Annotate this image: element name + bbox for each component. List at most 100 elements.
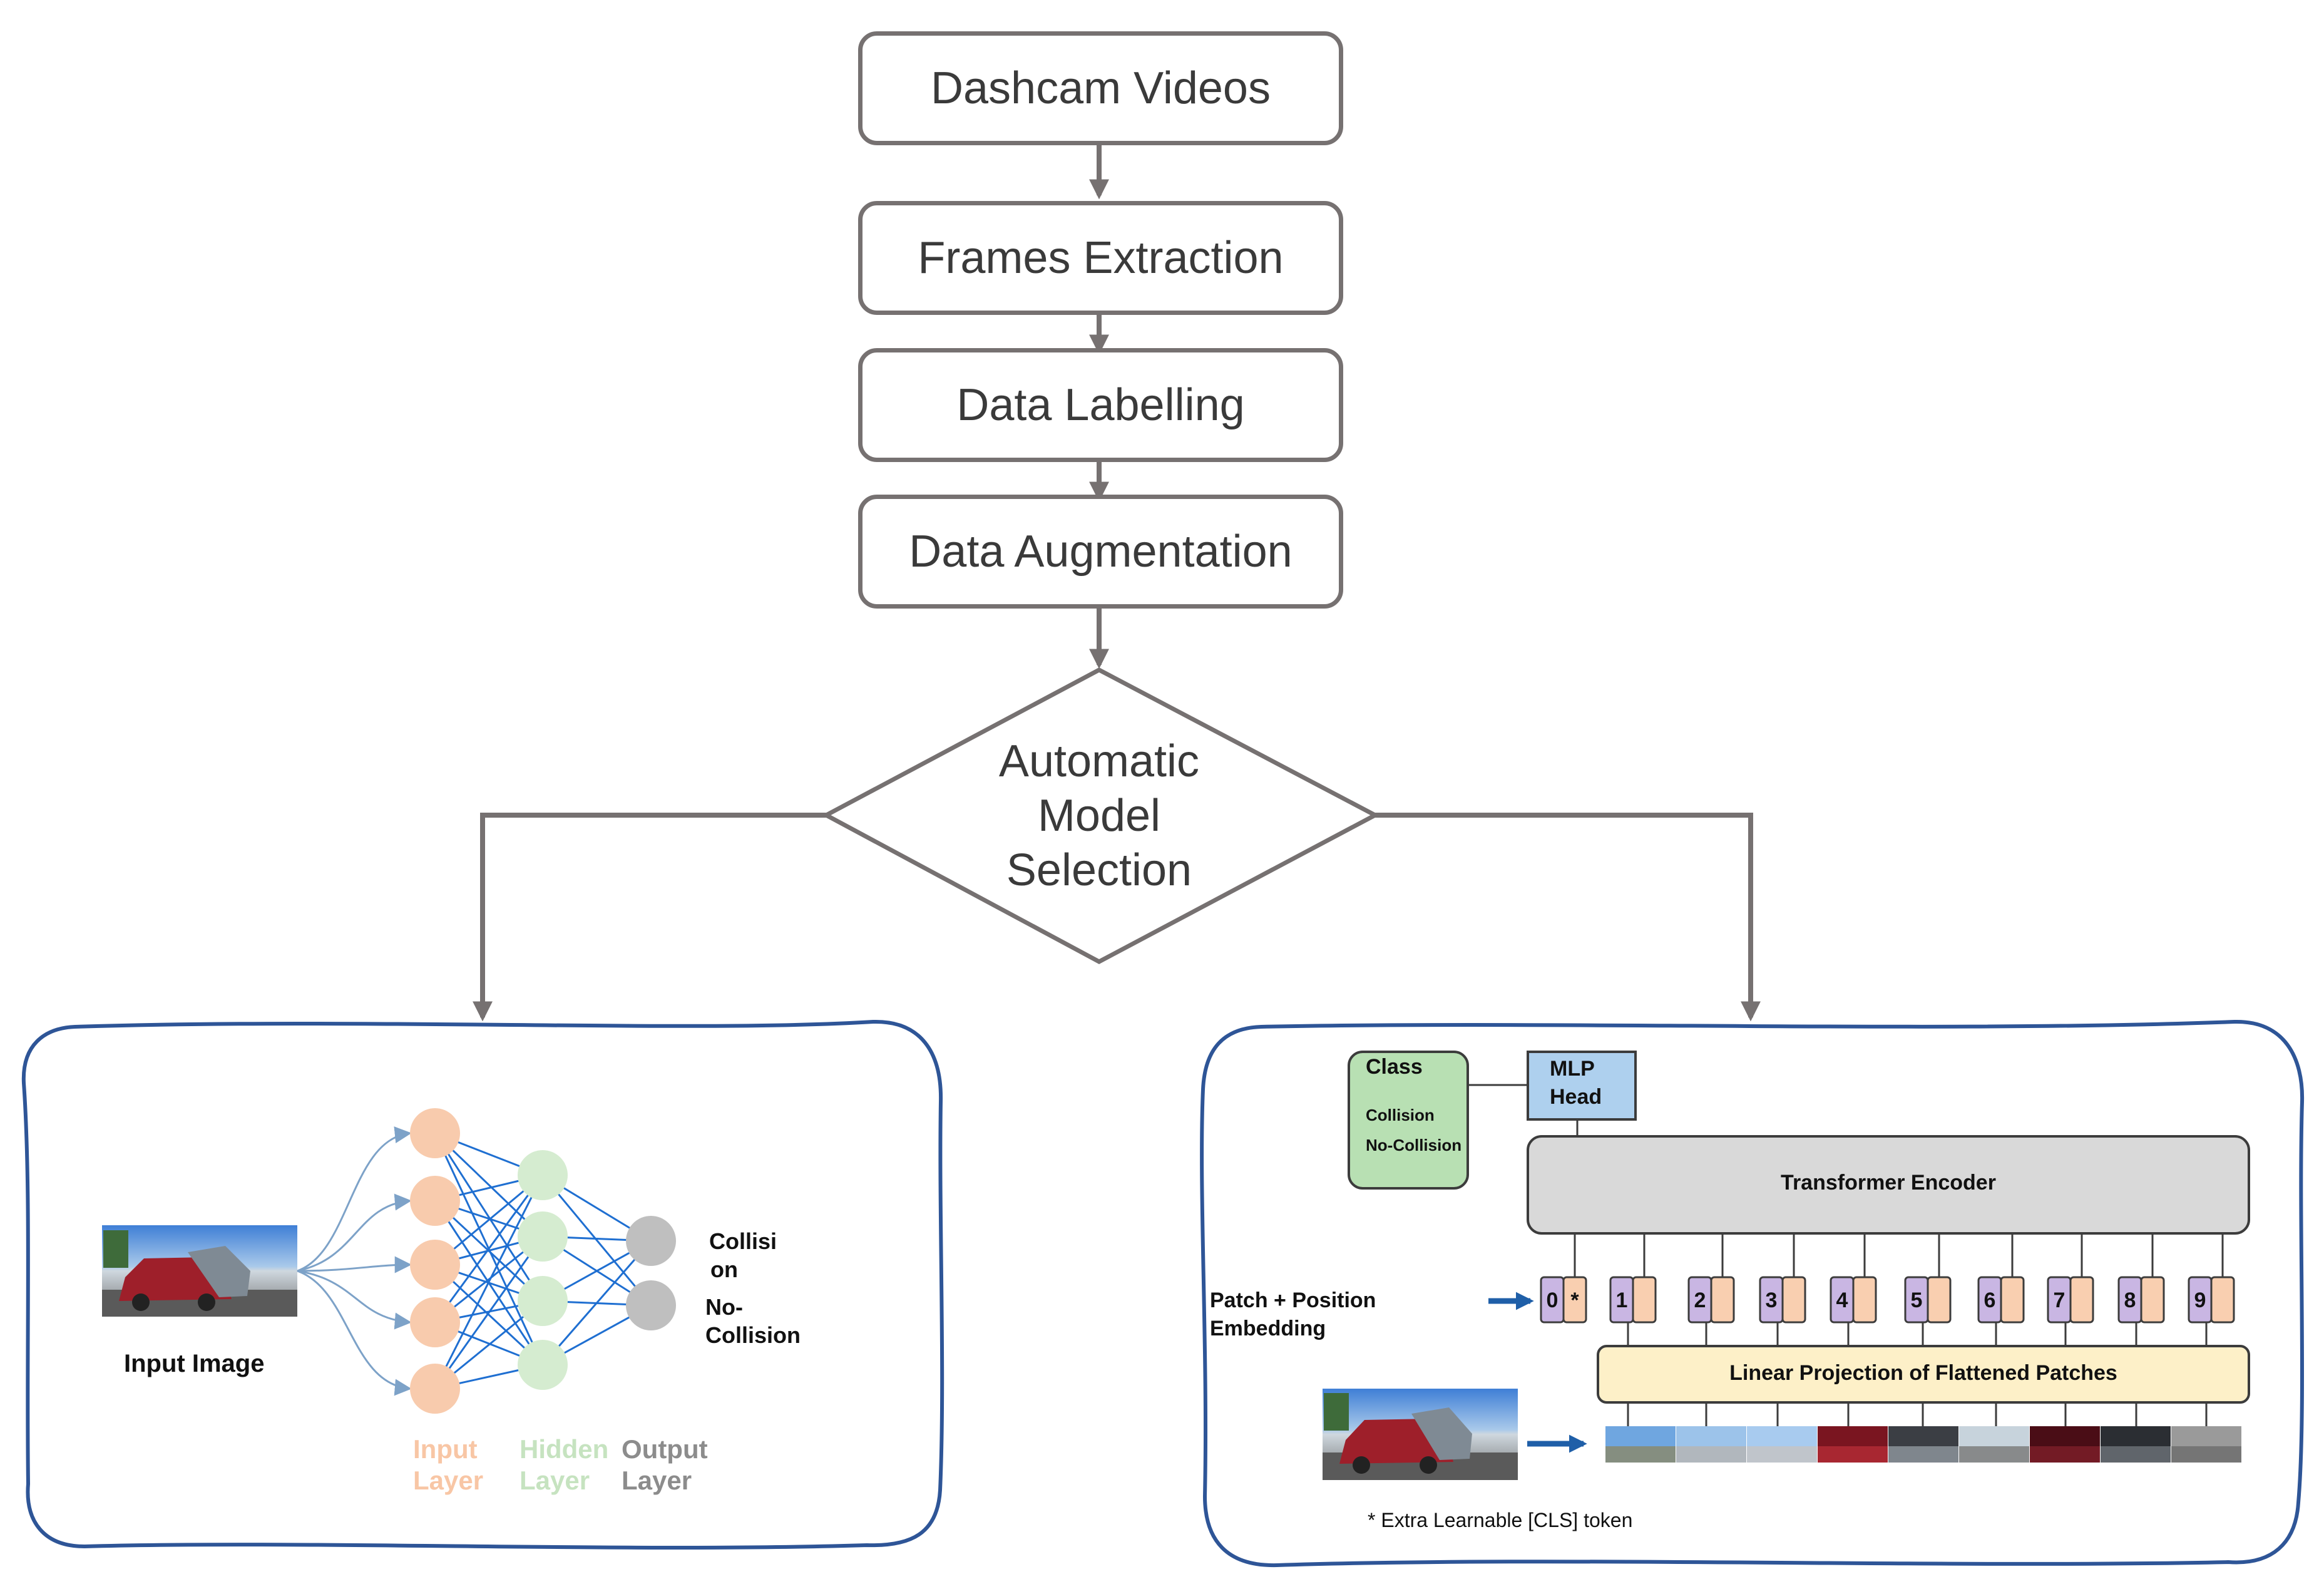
token-number: 6 [1984,1288,1996,1312]
vit-panel-border [1200,1019,2305,1568]
cnn-edge [541,1175,652,1306]
token-number: 9 [2194,1288,2206,1312]
decision-line-1: Automatic [998,736,1200,786]
image-patch-ground [1747,1446,1817,1463]
token-number: 5 [1911,1288,1923,1312]
patch-embedding-cell [2140,1276,2165,1324]
patch-embedding-cell [1562,1276,1587,1324]
cnn-output-no-collision-label: No- Collision [705,1293,801,1349]
output-layer-line-2: Layer [622,1466,692,1495]
vit-tokens: 0 * 1 2 3 4 5 6 7 8 9 [1540,1276,2235,1324]
mlp-head-label: MLP Head [1550,1055,1602,1111]
hidden-node [518,1150,568,1200]
cnn-edge [434,1175,544,1389]
image-patch-ground [1605,1446,1676,1463]
decision-label: Automatic Model Selection [911,734,1287,898]
cnn-input-connectors [297,1126,412,1396]
token-number: 0 [1547,1288,1559,1312]
class-item-no-collision: No-Collision [1366,1136,1462,1154]
mlp-head-box [1527,1051,1637,1121]
output-node [626,1216,676,1266]
hidden-node [518,1340,568,1390]
class-title: Class [1366,1055,1423,1079]
mlp-line-2: Head [1550,1085,1602,1109]
token-number: 3 [1766,1288,1778,1312]
step-frames-extraction: Frames Extraction [858,201,1343,315]
token-number: 4 [1836,1288,1848,1312]
input-layer-line-2: Layer [413,1466,484,1495]
image-patch-ground [2101,1446,2171,1463]
hidden-layer-line-1: Hidden [520,1434,609,1464]
image-patch-ground [2030,1446,2100,1463]
patch-position-embedding-label: Patch + Position Embedding [1210,1287,1376,1343]
cls-token-footnote: * Extra Learnable [CLS] token [1368,1509,1633,1531]
vit-token-connectors [1574,1233,2224,1426]
decision-line-2: Model [1037,791,1161,841]
branch-right-arrow [1375,813,1761,1022]
embedding-line-1: Patch + Position [1210,1288,1376,1312]
image-patch-ground [1959,1446,2029,1463]
embedding-line-2: Embedding [1210,1317,1326,1340]
vit-input-image [1323,1389,1518,1480]
input-node [410,1108,460,1158]
transformer-encoder-box [1527,1135,2250,1235]
class-item-collision: Collision [1366,1106,1435,1124]
input-layer-line-1: Input [413,1434,478,1464]
cnn-edge [541,1240,652,1365]
hidden-node [518,1276,568,1326]
cnn-edge [434,1175,544,1323]
mlp-line-1: MLP [1550,1057,1595,1081]
linear-projection-box [1597,1345,2250,1404]
patch-embedding-cell [1852,1276,1877,1324]
decision-line-3: Selection [1006,845,1192,895]
no-collision-line-2: Collision [705,1322,801,1348]
output-layer-line-1: Output [622,1434,708,1464]
patch-embedding-cell [1632,1276,1657,1324]
cnn-edge [434,1133,544,1302]
cls-marker: * [1570,1288,1579,1312]
patch-embedding-cell [1927,1276,1952,1324]
cnn-panel-border [21,1019,944,1550]
hidden-node [518,1211,568,1262]
token-number: 2 [1694,1288,1706,1312]
cnn-input-image-label: Input Image [124,1350,265,1377]
image-patch-ground [2171,1446,2241,1463]
vit-patches [1605,1426,2241,1463]
input-node [410,1364,460,1414]
collision-line-2: on [710,1257,738,1282]
step-data-augmentation: Data Augmentation [858,495,1343,609]
token-number: 7 [2054,1288,2065,1312]
output-layer-label: Output Layer [622,1434,708,1496]
output-node [626,1280,676,1330]
input-node [410,1176,460,1226]
cnn-edge [434,1236,544,1389]
token-number: 1 [1616,1288,1628,1312]
decision-diamond [821,667,1380,964]
token-number: 8 [2124,1288,2136,1312]
image-patch-ground [1888,1446,1958,1463]
input-node [410,1297,460,1347]
image-patch-ground [1676,1446,1746,1463]
flow-connectors [473,145,1761,1022]
cnn-input-image [102,1225,297,1317]
collision-line-1: Collisi [709,1228,777,1254]
patch-embedding-cell [2069,1276,2094,1324]
patch-embedding-cell [1710,1276,1735,1324]
cnn-nodes [410,1108,676,1414]
class-box [1348,1051,1469,1190]
branch-left-arrow [473,813,826,1022]
no-collision-line-1: No- [705,1294,743,1320]
input-layer-label: Input Layer [413,1434,483,1496]
hidden-layer-label: Hidden Layer [520,1434,608,1496]
patch-embedding-cell [1781,1276,1806,1324]
linear-projection-label: Linear Projection of Flattened Patches [1729,1361,2117,1385]
step-data-labelling: Data Labelling [858,348,1343,462]
input-node [410,1240,460,1290]
image-patch-ground [1818,1446,1888,1463]
patch-embedding-cell [2210,1276,2235,1324]
step-dashcam-videos: Dashcam Videos [858,31,1343,145]
cnn-output-collision-label: Collisi on [709,1227,777,1283]
hidden-layer-line-2: Layer [520,1466,590,1495]
patch-embedding-cell [2000,1276,2025,1324]
